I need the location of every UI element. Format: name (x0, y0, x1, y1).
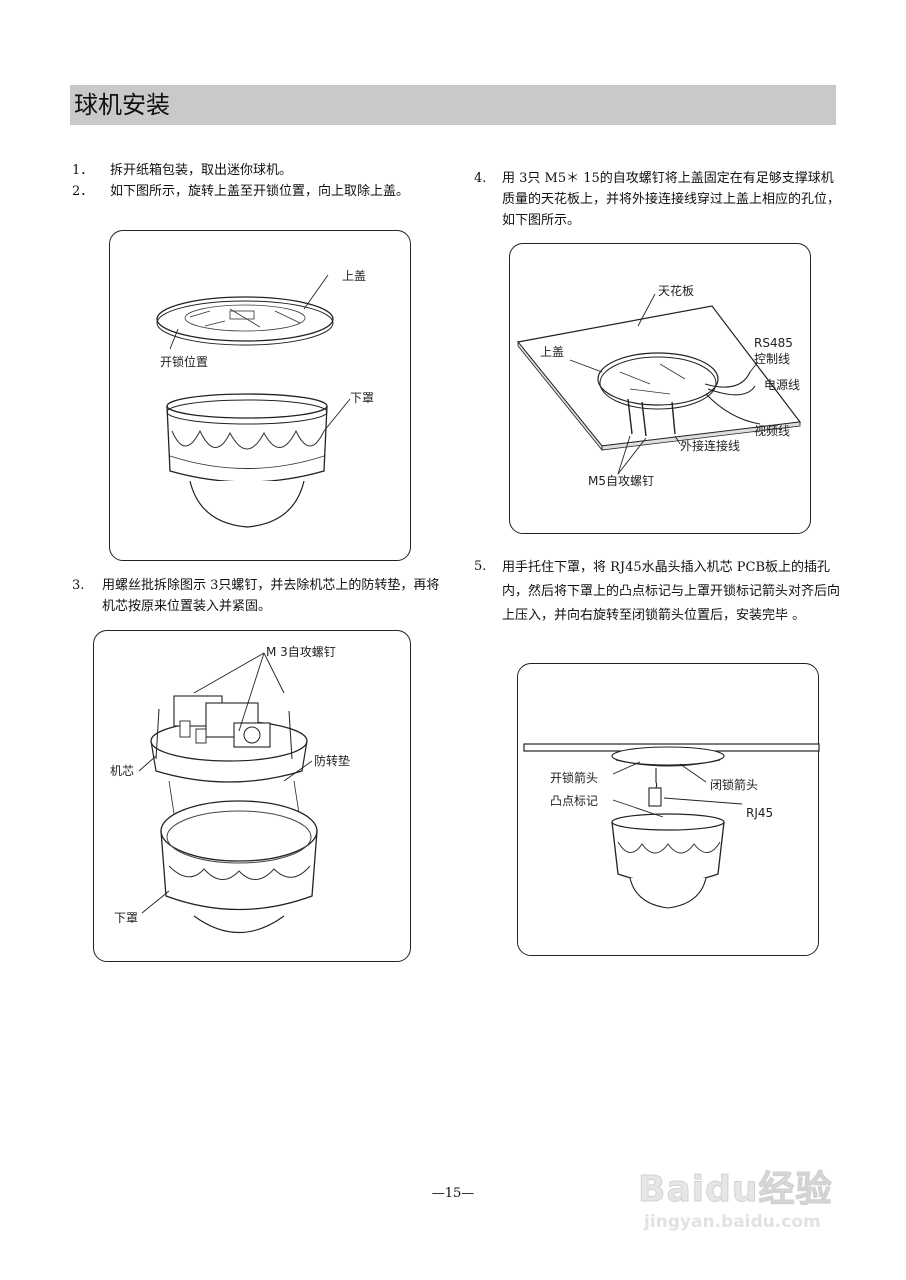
label-screw-m5: M5自攻螺钉 (588, 474, 654, 488)
section-title: 球机安装 (70, 85, 836, 125)
label-video-line: 视频线 (754, 424, 791, 438)
label-ceiling: 天花板 (658, 284, 695, 298)
ceiling-mount-illustration (516, 293, 802, 475)
label-rj45: RJ45 (746, 806, 774, 820)
step-text: 用手托住下罩，将 RJ45水晶头插入机芯 PCB板上的插孔内，然后将下罩上的凸点… (502, 560, 841, 623)
step-number: 3. (72, 578, 85, 593)
step-2: 2． 如下图所示，旋转上盖至开锁位置，向上取除上盖。 (72, 181, 442, 202)
watermark-brand: Baidu经验 (637, 1169, 833, 1211)
label-screw-m3: M 3自攻螺钉 (266, 645, 336, 659)
page-number: —15— (431, 1186, 475, 1201)
step-text: 如下图所示，旋转上盖至开锁位置，向上取除上盖。 (110, 184, 410, 199)
label-top-cover: 上盖 (540, 345, 565, 359)
step-number: 5. (474, 559, 487, 574)
step-text: 用螺丝批拆除图示 3只螺钉，并去除机芯上的防转垫，再将机芯按原来位置装入并紧固。 (102, 578, 440, 614)
label-lock-arrow: 闭锁箭头 (710, 778, 759, 792)
figure-remove-core: M 3自攻螺钉 机芯 防转垫 下罩 (93, 630, 411, 962)
label-external-cable: 外接连接线 (680, 439, 741, 453)
figure-ceiling-mount: 天花板 上盖 RS485 控制线 电源线 视频线 外接连接线 M5自攻螺钉 (509, 243, 811, 534)
step-number: 4. (474, 171, 487, 186)
label-core: 机芯 (110, 764, 135, 778)
label-unlock-arrow: 开锁箭头 (550, 771, 599, 785)
step-5: 5. 用手托住下罩，将 RJ45水晶头插入机芯 PCB板上的插孔内，然后将下罩上… (474, 556, 844, 628)
dome-camera-illustration (156, 274, 351, 528)
baidu-watermark: Baidu经验 jingyan.baidu.com (637, 1160, 868, 1250)
step-text: 用 3只 M5＊ 15的自攻螺钉将上盖固定在有足够支撑球机质量的天花板上，并将外… (502, 171, 841, 228)
step-4: 4. 用 3只 M5＊ 15的自攻螺钉将上盖固定在有足够支撑球机质量的天花板上，… (474, 168, 844, 231)
figure-remove-top-cover: 上盖 开锁位置 下罩 (109, 230, 411, 561)
label-unlock-position: 开锁位置 (160, 355, 209, 369)
camera-core-illustration (138, 652, 318, 933)
label-anti-rotation-pad: 防转垫 (314, 754, 351, 768)
label-lower-cover: 下罩 (350, 391, 375, 405)
label-bump-mark: 凸点标记 (550, 794, 599, 808)
label-control-line: 控制线 (754, 352, 791, 366)
step-3: 3. 用螺丝批拆除图示 3只螺钉，并去除机芯上的防转垫，再将机芯按原来位置装入并… (72, 575, 442, 617)
figure-attach-lower-cover: 开锁箭头 闭锁箭头 凸点标记 RJ45 (517, 663, 820, 956)
label-power-line: 电源线 (764, 378, 801, 392)
step-text: 拆开纸箱包装，取出迷你球机。 (110, 163, 293, 178)
lower-cover-attach-illustration (523, 743, 820, 909)
label-top-cover: 上盖 (342, 269, 367, 283)
watermark-url: jingyan.baidu.com (644, 1212, 821, 1232)
step-number: 2． (72, 184, 94, 199)
step-number: 1． (72, 163, 94, 178)
step-1: 1． 拆开纸箱包装，取出迷你球机。 (72, 160, 442, 181)
label-lower-cover: 下罩 (114, 911, 139, 925)
label-rs485: RS485 (754, 336, 793, 350)
